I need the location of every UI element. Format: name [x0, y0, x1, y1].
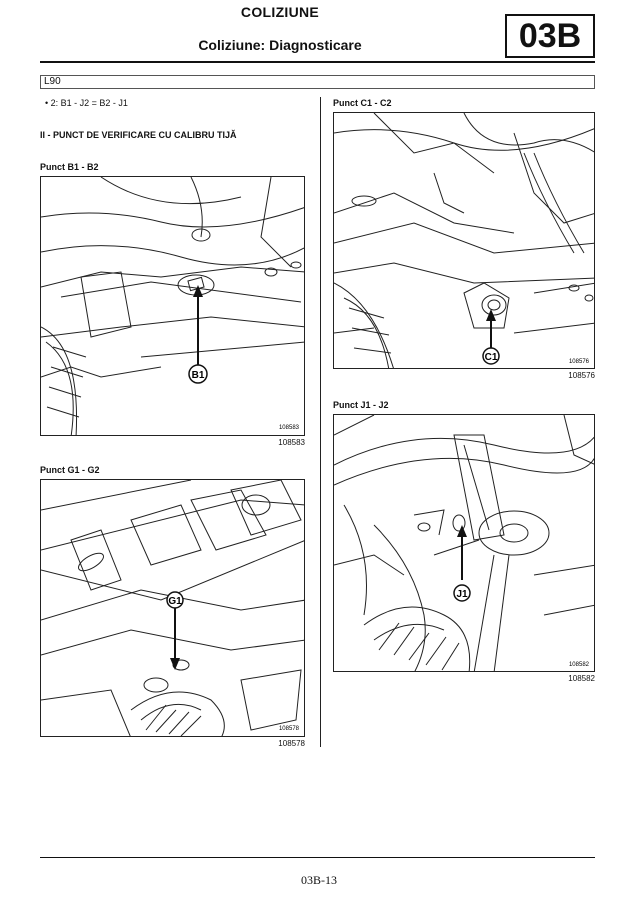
illustration-j1j2: J1 108582	[334, 415, 594, 671]
page-subtitle: Coliziune: Diagnosticare	[198, 37, 362, 53]
footer-rule	[40, 857, 595, 858]
illustration-c1c2: C1 108576	[334, 113, 594, 368]
model-label: L90	[40, 75, 595, 89]
section-heading: II - PUNCT DE VERIFICARE CU CALIBRU TIJĂ	[40, 130, 237, 140]
figure-ref-g1g2: 108578	[278, 739, 305, 748]
page-title: COLIZIUNE	[240, 4, 320, 20]
figure-c1c2: C1 108576	[333, 112, 595, 369]
page-number: 03B-13	[301, 873, 337, 887]
header-rule	[40, 61, 595, 63]
column-divider	[320, 97, 321, 747]
figure-title-b1b2: Punct B1 - B2	[40, 162, 99, 172]
callout-j1: J1	[456, 589, 468, 600]
callout-c1: C1	[485, 352, 498, 363]
figure-b1b2: B1 108583	[40, 176, 305, 436]
figure-inner-ref-j1j2: 108582	[569, 662, 590, 668]
figure-inner-ref-g1g2: 108578	[279, 726, 300, 732]
callout-b1: B1	[192, 370, 205, 381]
figure-j1j2: J1 108582	[333, 414, 595, 672]
figure-inner-ref-b1b2: 108583	[279, 425, 300, 431]
figure-title-j1j2: Punct J1 - J2	[333, 400, 389, 410]
figure-ref-c1c2: 108576	[568, 371, 595, 380]
callout-g1: G1	[168, 596, 182, 607]
figure-ref-j1j2: 108582	[568, 674, 595, 683]
figure-title-g1g2: Punct G1 - G2	[40, 465, 100, 475]
figure-ref-b1b2: 108583	[278, 438, 305, 447]
section-code-badge: 03B	[505, 14, 595, 58]
bullet-text: • 2: B1 - J2 = B2 - J1	[45, 98, 128, 108]
figure-inner-ref-c1c2: 108576	[569, 359, 590, 365]
figure-g1g2: G1 108578	[40, 479, 305, 737]
figure-title-c1c2: Punct C1 - C2	[333, 98, 392, 108]
illustration-b1b2: B1 108583	[41, 177, 304, 435]
illustration-g1g2: G1 108578	[41, 480, 304, 736]
